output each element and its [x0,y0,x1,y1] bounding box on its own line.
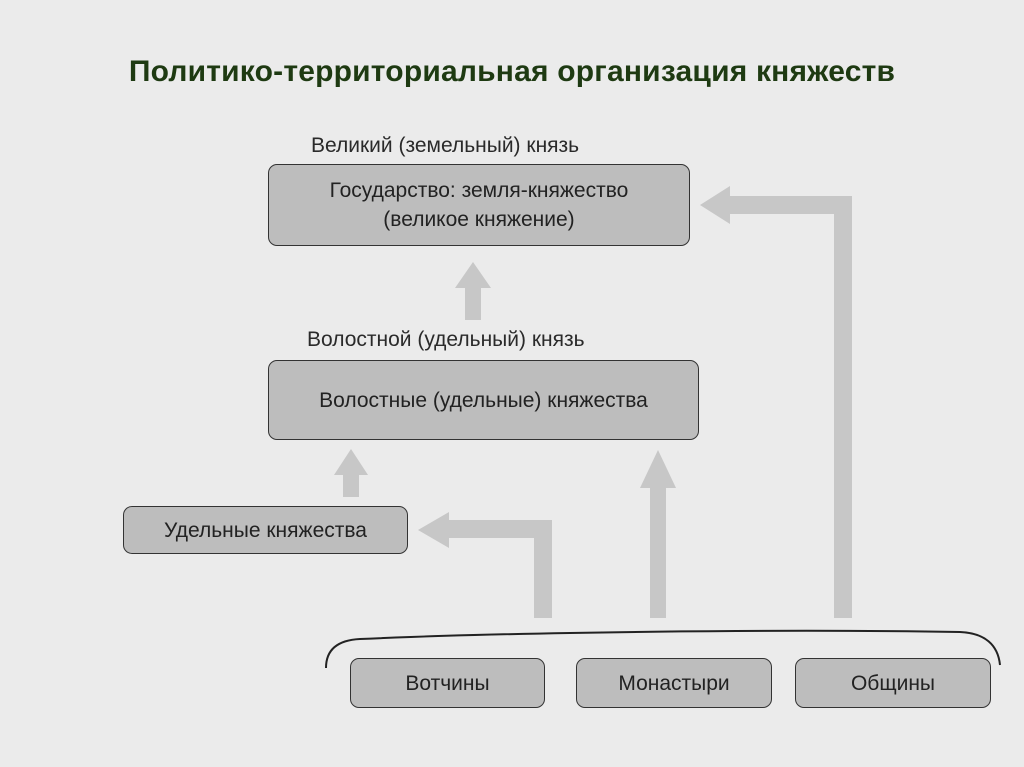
volost-principalities-text: Волостные (удельные) княжества [319,388,648,412]
votchiny-text: Вотчины [405,671,490,695]
up-arrow-monastyri-to-volost [640,450,676,618]
obshchiny-text: Общины [850,671,936,695]
appanage-principalities-text: Удельные княжества [164,518,367,542]
state-box-line1: Государство: земля-княжество [329,179,629,202]
votchiny-box: Вотчины [350,658,545,708]
monastyri-text: Монастыри [618,671,730,695]
volost-principalities-box: Волостные (удельные) княжества [268,360,699,440]
volost-prince-label: Волостной (удельный) князь [307,328,585,351]
grand-prince-label: Великий (земельный) князь [311,134,580,157]
obshchiny-box: Общины [795,658,991,708]
page-title: Политико-территориальная организация кня… [128,55,896,88]
elbow-arrow-obshchiny-to-state [700,186,852,618]
appanage-principalities-box: Удельные княжества [123,506,408,554]
elbow-arrow-votchiny-to-appanage [418,512,552,618]
state-box-line2: (великое княжение) [383,208,575,231]
monastyri-box: Монастыри [576,658,772,708]
up-arrow-appanage-to-volost [334,449,368,497]
up-arrow-volost-to-state [455,262,491,320]
state-box: Государство: земля-княжество (великое кн… [268,164,690,246]
base-brace [325,629,1001,669]
